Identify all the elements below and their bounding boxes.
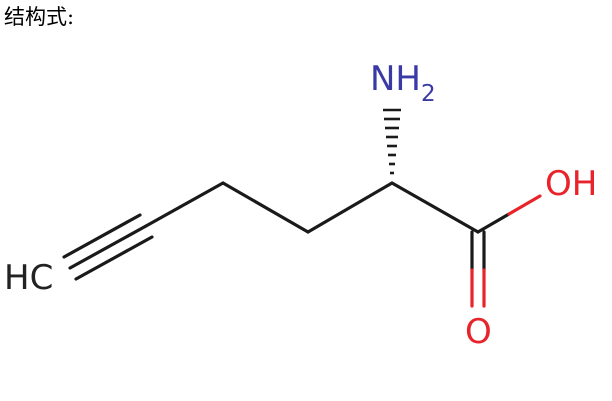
triple-bond-line-3 — [74, 235, 154, 281]
bond-c5-alpha — [306, 181, 394, 234]
carbon-chain — [144, 181, 480, 234]
atom-label-hc: HC — [4, 258, 53, 298]
atom-label-oh: OH — [545, 164, 597, 204]
atom-label-nh: NH — [370, 59, 421, 99]
bond-c4-c5 — [221, 181, 310, 234]
triple-bond-line-2 — [68, 224, 148, 270]
atom-label-o: O — [465, 312, 492, 352]
hashed-wedge-bond — [383, 108, 401, 175]
bond-c3-c4 — [144, 181, 225, 228]
double-bond-carbonyl — [470, 230, 486, 308]
atom-label-subscript: 2 — [421, 81, 436, 107]
structure-caption: 结构式: — [4, 5, 75, 29]
bond-carboxyl-oh-oxygen-half — [507, 194, 542, 216]
triple-bond — [62, 213, 154, 281]
bond-carboxyl-oh-carbon-half — [476, 212, 511, 234]
bond-alpha-carboxyl — [390, 181, 480, 234]
triple-bond-line-1 — [62, 213, 142, 259]
atom-label-nh2: NH2 — [370, 59, 436, 107]
